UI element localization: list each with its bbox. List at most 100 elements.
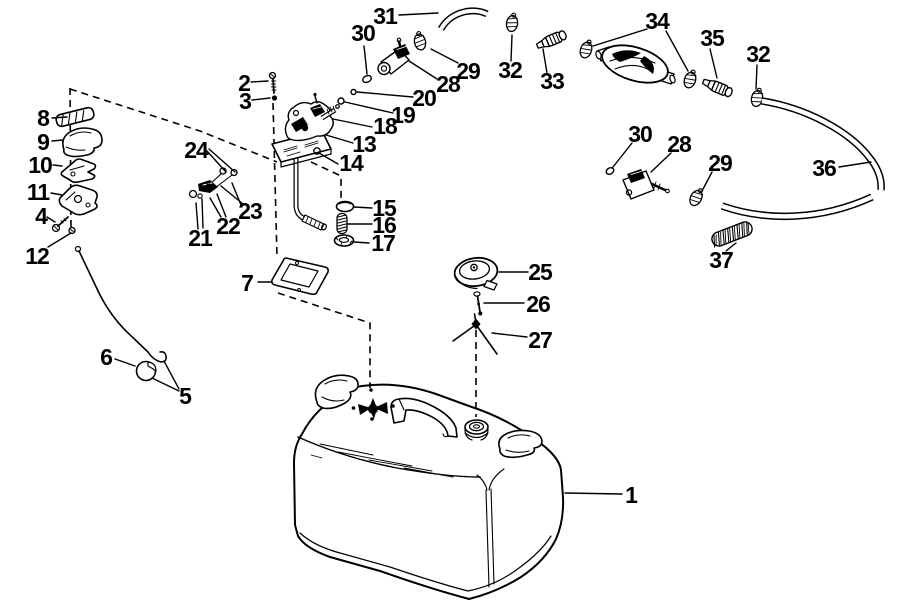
part-26-pin	[473, 291, 483, 316]
part-label-22: 22	[216, 213, 240, 239]
leader-line-3	[251, 97, 271, 101]
part-29-clamp-top	[411, 29, 428, 52]
part-17-washer	[333, 234, 355, 247]
leader-line-15	[353, 206, 373, 209]
tank-gauge-mount-pattern	[351, 388, 395, 421]
leader-line-10	[52, 164, 63, 167]
alignment-dashed-line-5	[277, 292, 371, 388]
part-label-26: 26	[526, 291, 550, 317]
leader-line-5-2	[151, 377, 180, 392]
leader-line-22-1	[209, 197, 222, 218]
leader-line-35	[709, 48, 718, 79]
part-36-fuel-hose	[720, 97, 885, 221]
leader-line-28-top	[408, 60, 438, 80]
part-label-33: 33	[540, 68, 564, 94]
part-13-fuel-gauge-pickup-assembly	[271, 92, 340, 231]
part-1-fuel-tank	[293, 374, 565, 600]
leader-line-34-1	[592, 28, 648, 47]
part-label-28-mid: 28	[667, 131, 692, 157]
leader-line-4	[46, 216, 56, 223]
part-label-19: 19	[391, 102, 415, 128]
leader-line-2	[250, 80, 269, 83]
part-12-ball	[68, 226, 76, 235]
part-label-34: 34	[645, 8, 670, 34]
part-label-32-left: 32	[498, 57, 522, 83]
leader-line-23-2	[220, 185, 244, 205]
part-label-18: 18	[373, 113, 398, 139]
part-label-12: 12	[25, 243, 49, 269]
part-21-ring	[188, 189, 198, 199]
leader-line-22-2	[216, 193, 227, 218]
part-9-cover	[62, 127, 103, 158]
leader-line-6	[114, 358, 136, 367]
part-18-outlet-fitting	[320, 104, 340, 121]
part-label-30-mid: 30	[628, 121, 652, 147]
part-24-roller-b	[230, 168, 238, 177]
leader-line-32-right	[755, 64, 758, 90]
parts-21-24-linkage	[188, 167, 238, 199]
part-28-connector-top	[377, 37, 410, 76]
leader-line-24-1	[206, 150, 227, 173]
leader-line-37	[725, 242, 737, 252]
part-16-spring	[336, 212, 348, 235]
leader-line-21-2	[201, 198, 204, 229]
tank-left-grip	[314, 374, 359, 410]
leader-line-17	[353, 241, 370, 244]
leader-line-14	[318, 152, 339, 165]
leader-line-30-top	[363, 45, 368, 75]
part-label-10: 10	[28, 152, 52, 178]
part-label-1: 1	[625, 482, 638, 508]
leader-line-28-mid	[650, 152, 672, 173]
leader-line-34-2	[665, 30, 689, 72]
part-5-float-rod	[74, 245, 167, 363]
leader-line-1	[564, 492, 623, 495]
part-27-retainer-wire	[452, 313, 498, 355]
part-8-plate	[55, 106, 95, 128]
part-label-30-top: 30	[351, 20, 375, 46]
part-label-6: 6	[100, 344, 112, 370]
leader-line-33	[542, 48, 548, 74]
part-35-fuel-line-connector	[700, 75, 735, 99]
part-34-clamp-right	[681, 67, 700, 90]
part-label-2: 2	[238, 70, 250, 96]
leader-line-27	[491, 332, 528, 338]
part-20-ball	[350, 88, 357, 96]
part-32-clamp-left	[504, 11, 520, 33]
part-label-14: 14	[339, 150, 364, 176]
leader-line-13	[325, 134, 354, 144]
dashed-alignment-lines	[69, 87, 477, 417]
part-34-primer-bulb	[595, 44, 676, 85]
leader-line-30-mid	[612, 142, 633, 168]
part-label-31: 31	[373, 3, 398, 29]
part-label-8: 8	[37, 105, 50, 131]
leader-line-8	[51, 116, 68, 119]
part-label-17: 17	[371, 230, 395, 256]
part-label-16: 16	[372, 212, 396, 238]
part-label-13: 13	[352, 131, 376, 157]
part-31-hose	[437, 7, 489, 31]
part-label-5: 5	[179, 383, 192, 409]
part-label-32-right: 32	[746, 41, 770, 67]
part-2-screw	[268, 71, 277, 94]
alignment-dashed-line-4	[310, 161, 342, 198]
leader-line-5-1	[163, 360, 180, 390]
part-6-float	[135, 360, 157, 382]
part-label-37: 37	[709, 247, 733, 273]
part-label-9: 9	[37, 129, 49, 155]
part-label-21: 21	[188, 225, 213, 251]
part-28-connector-mid	[622, 169, 670, 200]
leader-line-20	[356, 91, 414, 98]
leader-line-19	[344, 101, 394, 114]
leader-line-18	[332, 118, 373, 128]
leader-line-29-mid	[701, 171, 713, 192]
part-10-bracket	[60, 158, 97, 184]
tank-carry-handle	[390, 397, 458, 438]
tank-right-grip	[498, 429, 543, 459]
part-label-7: 7	[241, 270, 253, 296]
leader-line-32-left	[510, 34, 513, 62]
part-33-fuel-line-connector	[534, 28, 569, 52]
leader-line-29-top	[430, 48, 459, 64]
leader-line-12	[47, 232, 72, 248]
part-label-28-top: 28	[436, 71, 461, 97]
